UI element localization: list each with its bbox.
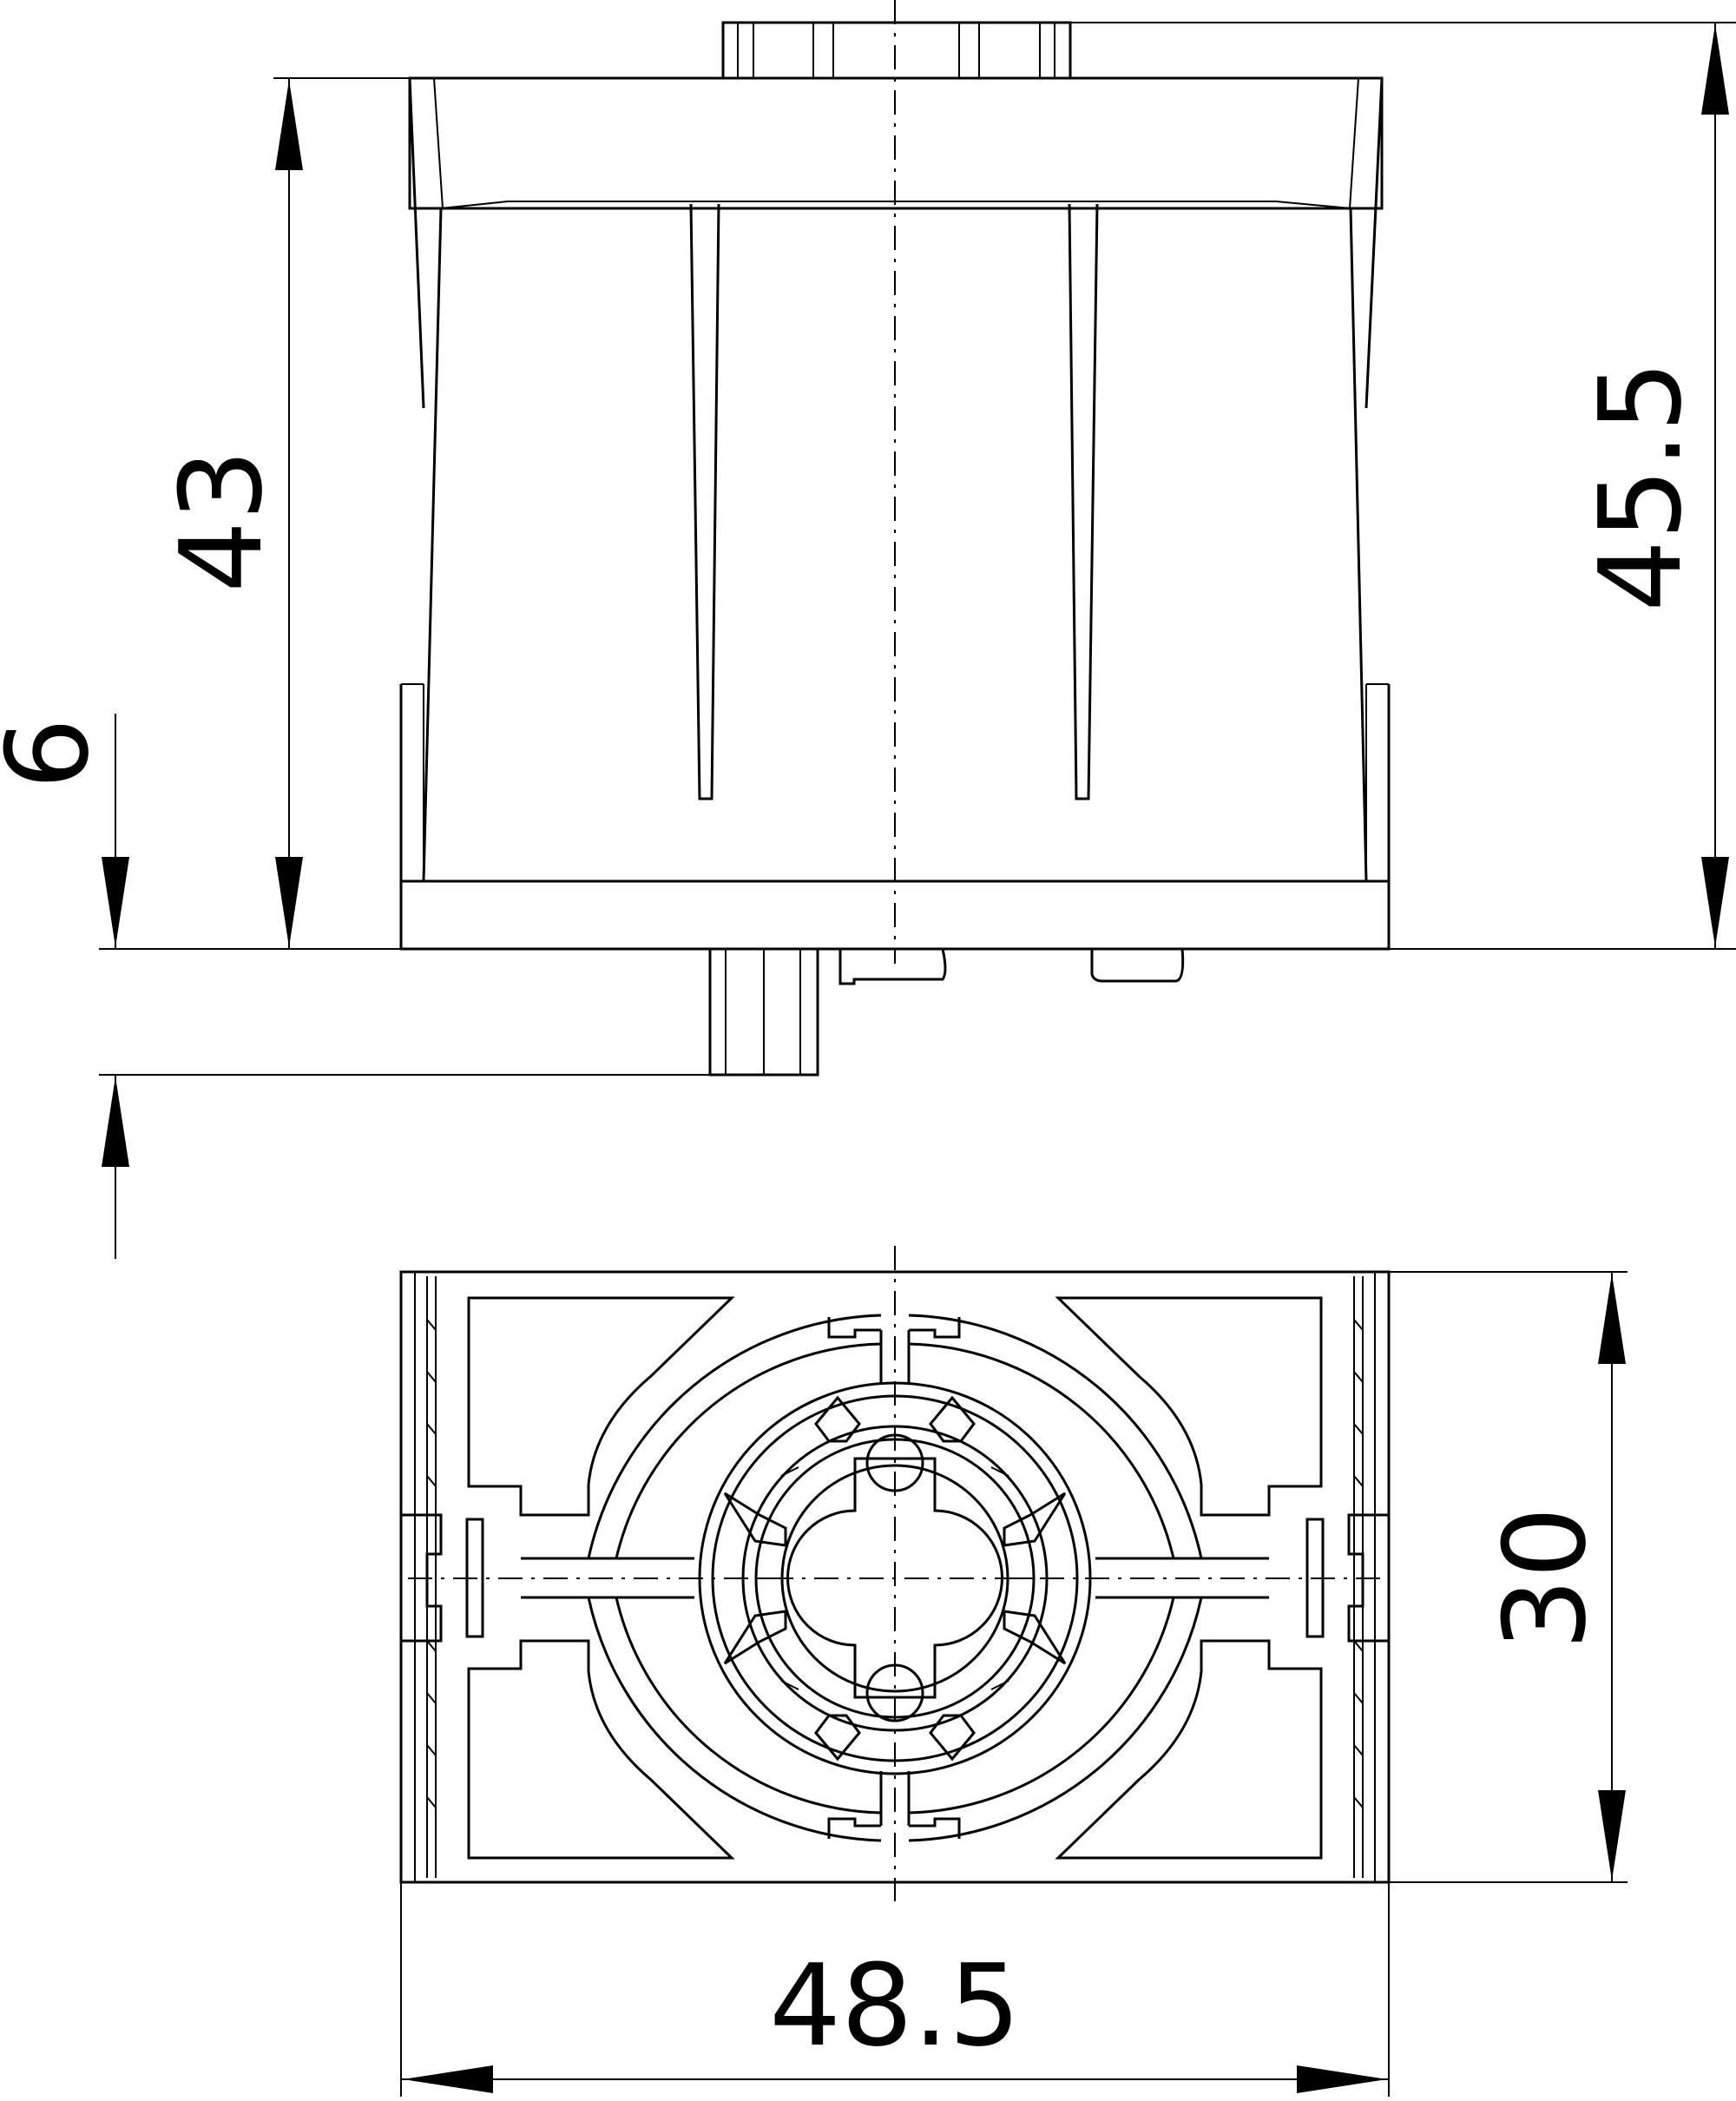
housing-body xyxy=(399,76,1391,951)
dimension-30: 30 xyxy=(1389,1271,1628,1883)
dimension-45-5: 45.5 xyxy=(1070,22,1736,950)
dimension-43: 43 xyxy=(155,77,410,950)
top-terminal xyxy=(721,21,1072,80)
corner-pockets xyxy=(467,1296,1323,1860)
dim-label-43: 43 xyxy=(155,449,287,592)
dim-label-6: 6 xyxy=(0,718,114,790)
bottom-pins xyxy=(708,947,1185,1077)
outer-arcs xyxy=(521,1314,1269,1842)
dimension-6: 6 xyxy=(0,714,710,1259)
dimension-48-5: 48.5 xyxy=(400,1882,1390,2097)
top-view xyxy=(399,1246,1391,1901)
dim-label-48-5: 48.5 xyxy=(769,1940,1020,2071)
dim-label-30: 30 xyxy=(1479,1506,1611,1650)
dim-label-45-5: 45.5 xyxy=(1575,360,1706,611)
side-rails xyxy=(401,1272,1389,1882)
side-view xyxy=(399,0,1391,1077)
